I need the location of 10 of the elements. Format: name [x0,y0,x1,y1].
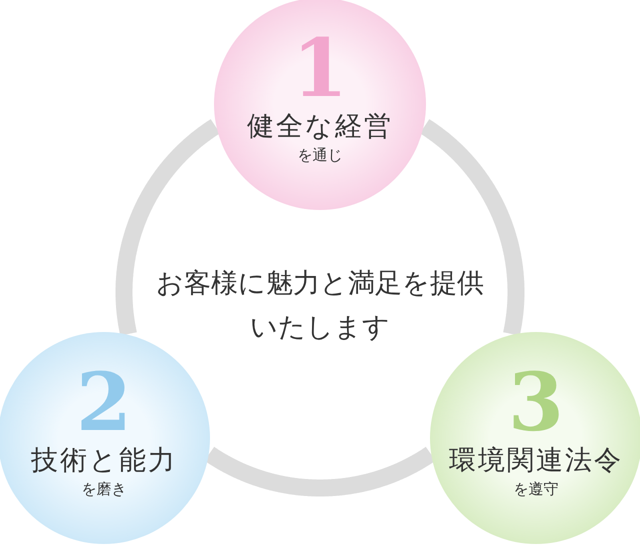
circle-heading: 技術と能力 [31,444,177,478]
circle-subtitle: を遵守 [514,480,558,498]
circle-heading: 環境関連法令 [449,444,623,478]
step-number: 2 [76,364,132,440]
circle-heading: 健全な経営 [247,110,393,144]
step-number: 1 [292,30,348,106]
step-number: 3 [508,364,564,440]
circle-subtitle: を磨き [82,480,126,498]
circle-subtitle: を通じ [298,146,342,164]
center-text: お客様に魅力と満足を提供いたします [155,267,485,345]
